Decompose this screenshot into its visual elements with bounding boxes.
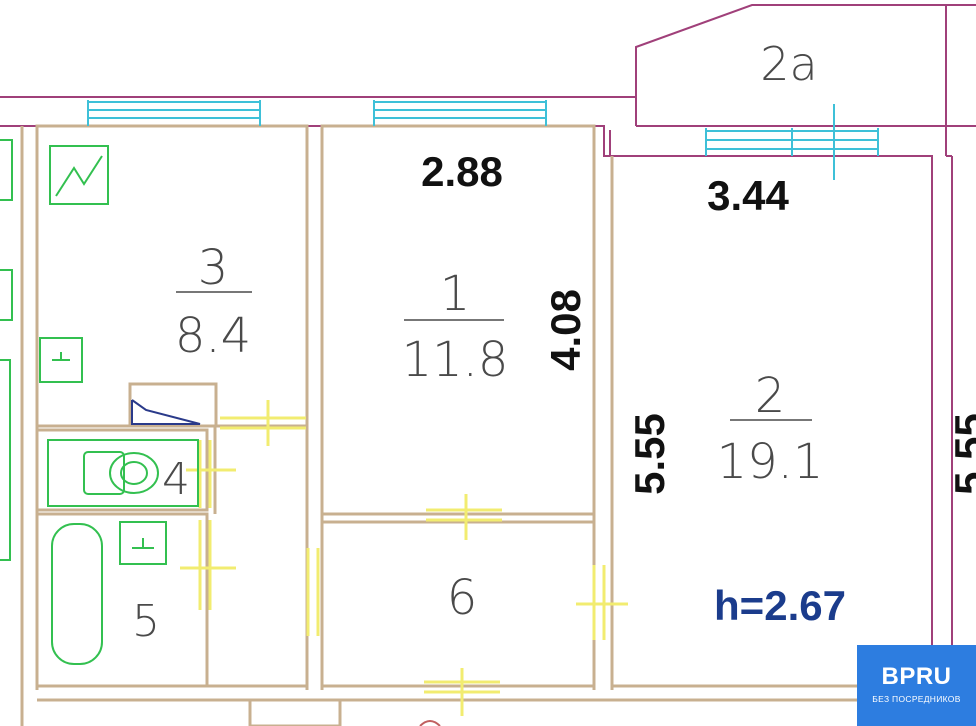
logo-text: BPRU	[881, 663, 952, 690]
room-1-area: 11.8	[402, 332, 509, 388]
dimension-room2-width: 3.44	[707, 172, 789, 219]
doors	[180, 400, 628, 716]
dimension-room1-width: 2.88	[421, 148, 503, 195]
windows	[87, 100, 879, 180]
room-1-number: 1	[440, 266, 471, 322]
kitchen-fixtures	[39, 145, 218, 428]
dimension-edge-depth: 5.55	[946, 413, 976, 495]
bathroom-fixtures	[47, 439, 199, 665]
logo-subtitle: БЕЗ ПОСРЕДНИКОВ	[872, 694, 961, 704]
room-3-number: 3	[198, 240, 229, 296]
room-3-label: 3 8.4	[175, 240, 252, 364]
room-4-number: 4	[162, 454, 190, 505]
balcony-label: 2a	[760, 37, 817, 91]
dimension-room2-depth: 5.55	[626, 413, 673, 495]
room-2-number: 2	[755, 368, 786, 424]
room-6-number: 6	[447, 570, 478, 626]
balcony: 2a	[636, 5, 947, 127]
room-3-area: 8.4	[175, 308, 251, 364]
dimension-room1-depth: 4.08	[542, 289, 589, 371]
room-2-label: 2 19.1	[717, 368, 824, 490]
partial-label-fragment	[419, 720, 441, 726]
room-5-number: 5	[132, 596, 160, 647]
left-strip	[0, 126, 24, 726]
bpru-logo: BPRU БЕЗ ПОСРЕДНИКОВ	[857, 645, 976, 726]
room-1-label: 1 11.8	[402, 266, 509, 388]
room-2-area: 19.1	[717, 434, 824, 490]
ceiling-height: h=2.67	[714, 582, 846, 629]
